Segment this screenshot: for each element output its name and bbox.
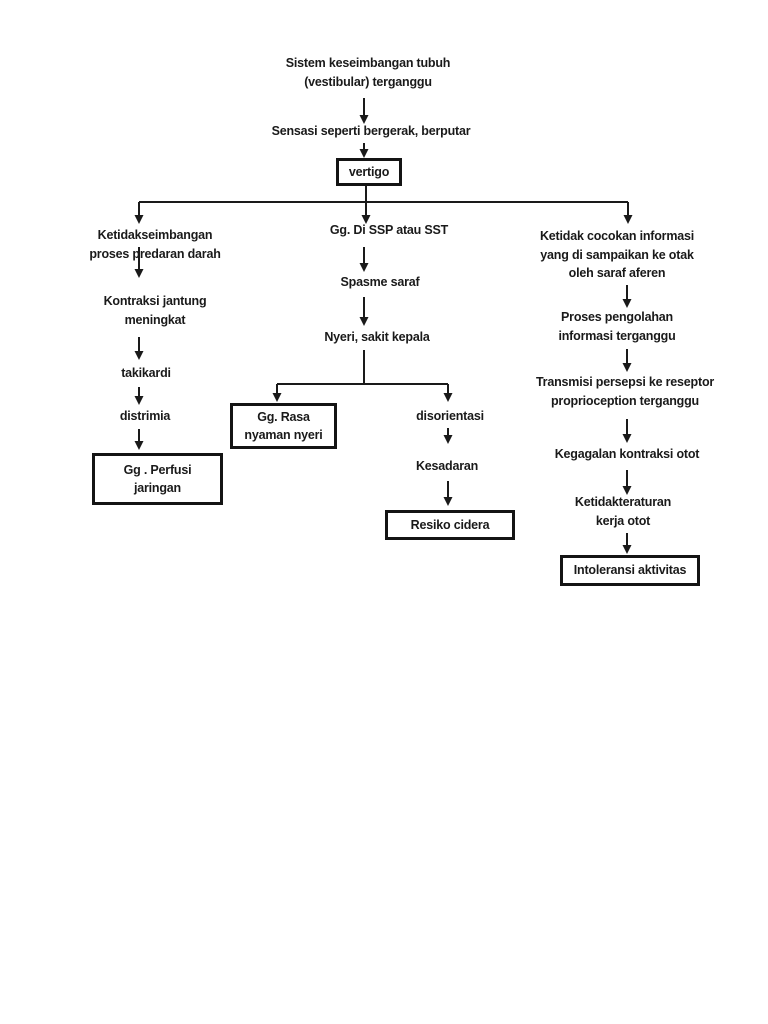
node-nyeri-sakit-kepala: Nyeri, sakit kepala [324, 330, 430, 344]
arrow-info-to-proses [622, 285, 632, 308]
node-gg-perfusi-jaringan-box: Gg . Perfusi jaringan [92, 453, 223, 505]
arrow-branch-to-rasa [272, 384, 282, 402]
arrow-split-left [134, 202, 144, 224]
arrow-disorientasi-to-kesadaran [443, 428, 453, 444]
arrow-kegagalan-to-ketidakteraturan [622, 470, 632, 495]
arrow-transmisi-to-kegagalan [622, 419, 632, 443]
node-distrimia: distrimia [119, 409, 171, 423]
node-resiko-cidera-box: Resiko cidera [385, 510, 515, 540]
node-kegagalan-kontraksi: Kegagalan kontraksi otot [554, 447, 700, 461]
node-kesadaran: Kesadaran [415, 459, 479, 473]
node-transmisi-persepsi: Transmisi persepsi ke reseptor proprioce… [535, 375, 715, 408]
arrow-branch-to-disorientasi [443, 384, 453, 402]
arrow-kesadaran-to-resiko [443, 481, 453, 506]
node-vertigo-box: vertigo [336, 158, 402, 186]
node-kontraksi-jantung: Kontraksi jantung meningkat [103, 294, 207, 327]
arrow-sensasi-to-vertigo [359, 143, 369, 158]
arrow-ketidakteraturan-to-intoleransi [622, 533, 632, 554]
arrow-distrimia-to-perfusi [134, 429, 144, 450]
node-spasme-saraf: Spasme saraf [340, 275, 420, 289]
arrow-imbalance-to-cardiac [134, 247, 144, 278]
node-disorientasi: disorientasi [416, 409, 484, 423]
arrow-proses-to-transmisi [622, 349, 632, 372]
arrow-split-middle [361, 186, 371, 224]
node-takikardi: takikardi [121, 366, 171, 380]
node-gg-di-ssp-sst: Gg. Di SSP atau SST [329, 223, 449, 237]
arrow-split-right [623, 202, 633, 224]
arrow-ssp-to-spasme [359, 247, 369, 272]
arrow-takikardi-to-distrimia [134, 387, 144, 405]
node-sistem-keseimbangan: Sistem keseimbangan tubuh (vestibular) t… [285, 56, 451, 89]
node-intoleransi-aktivitas-box: Intoleransi aktivitas [560, 555, 700, 586]
node-proses-pengolahan: Proses pengolahan informasi terganggu [558, 310, 676, 343]
arrow-spasme-to-nyeri [359, 297, 369, 326]
node-ketidakseimbangan-predaran: Ketidakseimbangan proses predaran darah [89, 228, 221, 261]
arrow-cardiac-to-takikardi [134, 337, 144, 360]
arrow-root-to-sensasi [359, 98, 369, 124]
node-ketidak-cocokan-informasi: Ketidak cocokan informasi yang di sampai… [539, 229, 695, 280]
node-sensasi-bergerak: Sensasi seperti bergerak, berputar [271, 124, 471, 138]
node-gg-rasa-nyaman-box: Gg. Rasa nyaman nyeri [230, 403, 337, 449]
node-ketidakteraturan-kerja: Ketidakteraturan kerja otot [574, 495, 672, 528]
